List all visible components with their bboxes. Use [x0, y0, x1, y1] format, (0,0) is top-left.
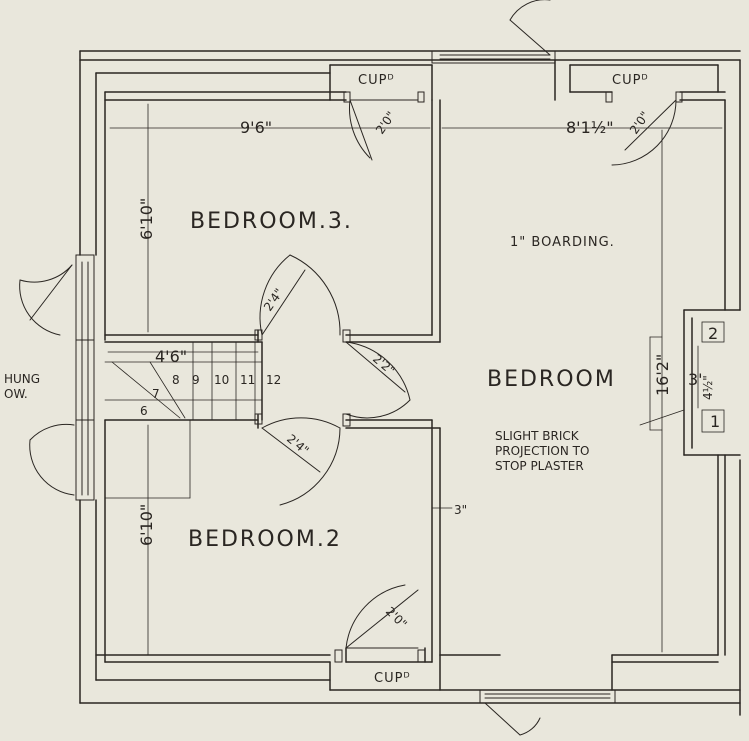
box-label-2: 2 — [708, 324, 718, 343]
internal-walls — [104, 99, 741, 663]
brick-note-line3: STOP PLASTER — [495, 459, 584, 473]
dim-bedroom3-width: 9'6" — [240, 118, 272, 137]
dim-landing: 4'6" — [155, 347, 187, 366]
room-label-bedroom: BEDROOM — [487, 367, 616, 392]
dim-bedroom-width: 8'1½" — [566, 118, 614, 137]
brick-note-line1: SLIGHT BRICK — [495, 429, 580, 443]
stair-treads — [104, 341, 263, 499]
stair-number: 12 — [266, 373, 281, 387]
door-swings — [19, 0, 677, 736]
dim-bedroom2-depth: 6'10" — [137, 504, 156, 546]
room-label-bedroom3: BEDROOM.3. — [190, 209, 353, 234]
stair-number: 9 — [192, 373, 200, 387]
window-left — [75, 254, 95, 501]
boarding-note: 1" BOARDING. — [510, 235, 615, 250]
hung-note-line2: OW. — [4, 387, 28, 401]
cupboard-label-bottom: CUPᴰ — [374, 671, 411, 686]
hung-note-line1: HUNG — [4, 372, 40, 386]
dim-door-cup-right: 2'0" — [627, 109, 652, 137]
stair-number: 11 — [240, 373, 255, 387]
dim-projection: 3' — [688, 370, 703, 389]
cupboard-label-right: CUPᴰ — [612, 73, 649, 88]
brick-note-line2: PROJECTION TO — [495, 444, 589, 458]
room-label-bedroom2: BEDROOM.2 — [188, 527, 342, 552]
stair-number: 8 — [172, 373, 180, 387]
dim-bedroom3-depth: 6'10" — [137, 198, 156, 240]
dim-bedroom-depth: 16'2" — [653, 354, 672, 396]
cupboard-label-left: CUPᴰ — [358, 73, 395, 88]
outer-walls — [79, 50, 741, 716]
dim-door-bed2: 2'4" — [284, 432, 311, 458]
dim-door-cup-left: 2'0" — [373, 109, 398, 137]
stair-number: 6 — [140, 404, 148, 418]
window-top — [431, 50, 556, 64]
dimension-lines — [107, 103, 725, 656]
box-label-1: 1 — [710, 412, 720, 431]
dim-door-cup-bottom: 2'0" — [383, 604, 410, 631]
window-bottom — [479, 689, 616, 704]
stair-number: 10 — [214, 373, 229, 387]
stair-numbers: 6 7 8 9 10 11 12 — [140, 373, 281, 418]
dim-projection-sub: 4½" — [701, 375, 715, 400]
dim-wall-3: 3" — [454, 503, 467, 517]
door-jambs — [254, 91, 683, 663]
stair-number: 7 — [152, 387, 160, 401]
